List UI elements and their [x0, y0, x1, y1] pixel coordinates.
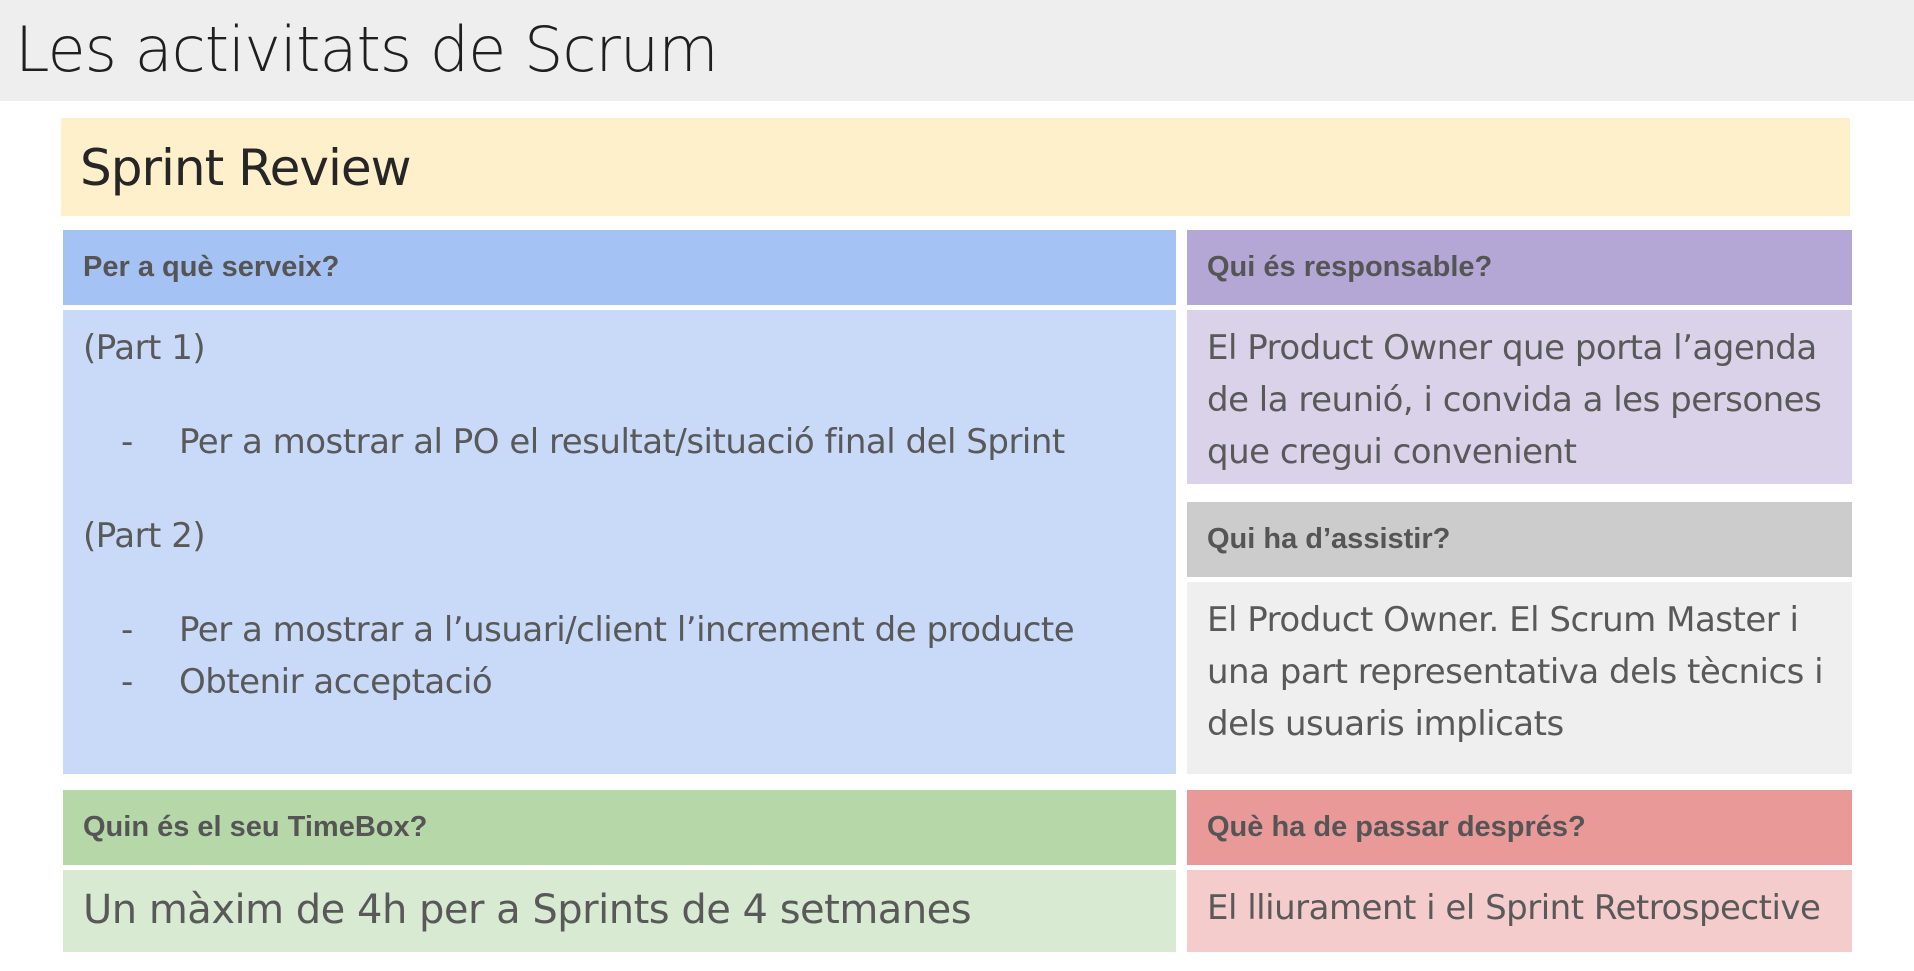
part1-list: - Per a mostrar al PO el resultat/situac…	[83, 416, 1156, 468]
timebox-header: Quin és el seu TimeBox?	[63, 790, 1176, 865]
title-bar: Les activitats de Scrum	[0, 0, 1914, 101]
subtitle-banner: Sprint Review	[61, 118, 1850, 216]
list-item-text: Per a mostrar a l’usuari/client l’increm…	[179, 610, 1075, 650]
list-item: - Per a mostrar a l’usuari/client l’incr…	[83, 604, 1156, 656]
part1-label: (Part 1)	[83, 328, 206, 368]
bullet-dash: -	[121, 662, 133, 702]
after-body: El lliurament i el Sprint Retrospective	[1187, 870, 1852, 952]
responsible-header: Qui és responsable?	[1187, 230, 1852, 305]
after-header: Què ha de passar després?	[1187, 790, 1852, 865]
list-item: - Obtenir acceptació	[83, 656, 1156, 708]
part2-list: - Per a mostrar a l’usuari/client l’incr…	[83, 604, 1156, 708]
purpose-header: Per a què serveix?	[63, 230, 1176, 305]
list-item-text: Obtenir acceptació	[179, 662, 493, 702]
bullet-dash: -	[121, 422, 133, 462]
attendees-body: El Product Owner. El Scrum Master i una …	[1187, 582, 1852, 774]
purpose-body: (Part 1) - Per a mostrar al PO el result…	[63, 310, 1176, 774]
responsible-body: El Product Owner que porta l’agenda de l…	[1187, 310, 1852, 484]
timebox-body: Un màxim de 4h per a Sprints de 4 setman…	[63, 870, 1176, 952]
part2-label: (Part 2)	[83, 516, 206, 556]
bullet-dash: -	[121, 610, 133, 650]
slide-subtitle: Sprint Review	[80, 139, 412, 197]
list-item-text: Per a mostrar al PO el resultat/situació…	[179, 422, 1065, 462]
list-item: - Per a mostrar al PO el resultat/situac…	[83, 416, 1156, 468]
slide-title: Les activitats de Scrum	[15, 13, 719, 86]
attendees-header: Qui ha d’assistir?	[1187, 502, 1852, 577]
